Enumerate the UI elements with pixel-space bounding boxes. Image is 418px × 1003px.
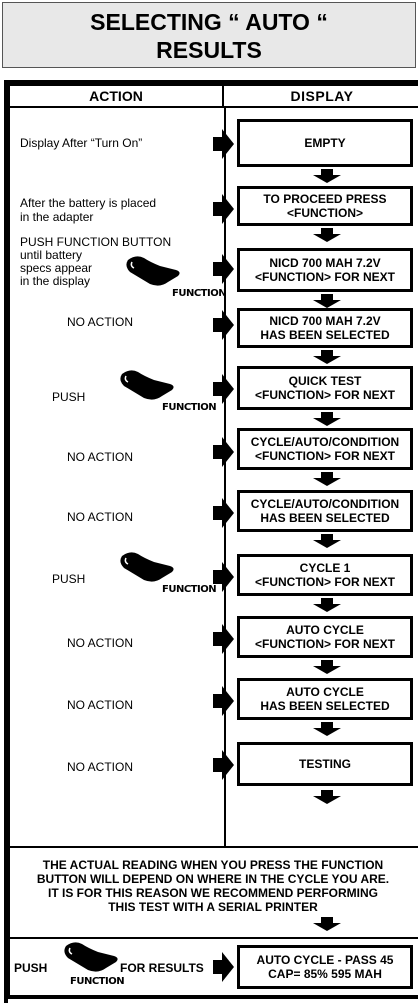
right-arrow-icon	[213, 310, 234, 340]
table-shadow	[4, 80, 418, 1003]
down-arrow-icon	[313, 294, 341, 308]
action-text: NO ACTION	[66, 636, 133, 650]
display-box: CYCLE/AUTO/CONDITION<FUNCTION> FOR NEXT	[237, 428, 413, 470]
for-results-label: FOR RESULTS	[120, 961, 204, 975]
display-column-header: DISPLAY	[290, 88, 354, 104]
function-label: FUNCTION	[70, 976, 125, 987]
pointing-hand-icon	[120, 370, 174, 400]
action-text: PUSH	[52, 390, 86, 404]
function-label: FUNCTION	[162, 402, 217, 413]
display-box: AUTO CYCLE<FUNCTION> FOR NEXT	[237, 616, 413, 658]
right-arrow-icon	[213, 952, 234, 982]
display-box: EMPTY	[237, 119, 413, 167]
right-arrow-icon	[213, 562, 234, 592]
note-text: THE ACTUAL READING WHEN YOU PRESS THE FU…	[36, 858, 390, 914]
function-label: FUNCTION	[162, 584, 217, 595]
right-arrow-icon	[213, 686, 234, 716]
right-arrow-icon	[213, 194, 234, 224]
right-arrow-icon	[213, 129, 234, 159]
column-divider	[224, 106, 226, 847]
action-text: NO ACTION	[66, 315, 133, 329]
pointing-hand-icon	[64, 942, 118, 972]
right-arrow-icon	[213, 498, 234, 528]
note-divider	[8, 846, 418, 848]
action-text: PUSH	[52, 572, 86, 586]
right-arrow-icon	[213, 437, 234, 467]
right-arrow-icon	[213, 624, 234, 654]
function-label: FUNCTION	[172, 288, 227, 299]
results-row	[8, 937, 418, 997]
pointing-hand-icon	[120, 552, 174, 582]
down-arrow-icon	[313, 228, 341, 242]
steps-table	[8, 84, 418, 999]
title-line-2: RESULTS	[156, 37, 262, 63]
action-text: Display After “Turn On”	[20, 136, 143, 150]
page-title: SELECTING “ AUTO “ RESULTS	[2, 2, 416, 68]
action-text: NO ACTION	[66, 760, 133, 774]
action-column-header: ACTION	[10, 86, 224, 106]
title-line-1: SELECTING “ AUTO “	[90, 9, 328, 35]
down-arrow-icon	[313, 412, 341, 426]
action-text: NO ACTION	[66, 698, 133, 712]
header-divider	[8, 106, 418, 108]
down-arrow-icon	[313, 660, 341, 674]
down-arrow-icon	[313, 598, 341, 612]
down-arrow-icon	[313, 534, 341, 548]
push-label: PUSH	[14, 961, 48, 975]
action-text: NO ACTION	[66, 450, 133, 464]
down-arrow-icon	[313, 917, 341, 931]
down-arrow-icon	[313, 350, 341, 364]
down-arrow-icon	[313, 472, 341, 486]
down-arrow-icon	[313, 790, 341, 804]
right-arrow-icon	[213, 750, 234, 780]
right-arrow-icon	[213, 254, 234, 284]
action-text: NO ACTION	[66, 510, 133, 524]
display-box: TO PROCEED PRESS<FUNCTION>	[237, 186, 413, 226]
right-arrow-icon	[213, 374, 234, 404]
display-box: QUICK TEST<FUNCTION> FOR NEXT	[237, 366, 413, 410]
pointing-hand-icon	[126, 256, 180, 286]
down-arrow-icon	[313, 722, 341, 736]
display-box: CYCLE 1<FUNCTION> FOR NEXT	[237, 554, 413, 596]
display-box: NICD 700 MAH 7.2V<FUNCTION> FOR NEXT	[237, 248, 413, 292]
display-box: TESTING	[237, 742, 413, 786]
down-arrow-icon	[313, 169, 341, 183]
